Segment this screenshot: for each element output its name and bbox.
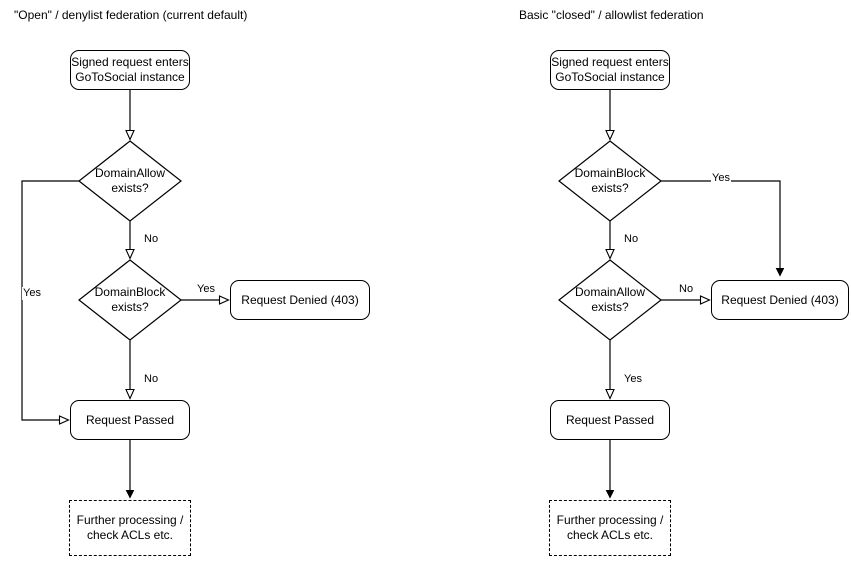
edge-label-domainallow-yes-right: Yes [623,373,643,386]
edge-label-domainblock-yes-left: Yes [196,283,216,296]
edge-label-domainblock-no-right: No [623,233,640,246]
panel-title-closed-allowlist: Basic "closed" / allowlist federation [519,8,704,22]
node-signed-request-enters-left: Signed request enters GoToSocial instanc… [70,50,190,90]
edge-label-domainblock-no-left: No [143,373,160,386]
edge-label-domainallow-yes-left: Yes [22,287,42,300]
decision-domainblock-left [78,259,182,341]
decision-domainallow-left [78,140,182,222]
node-request-passed-left: Request Passed [70,400,190,440]
edge-label-domainallow-no-left: No [143,233,160,246]
node-request-passed-right: Request Passed [550,400,670,440]
node-further-processing-right: Further processing / check ACLs etc. [549,500,671,556]
edge-label-domainallow-no-right: No [678,283,695,296]
edge-domainblock-yes-to-denied-right [661,180,780,275]
node-request-denied-right: Request Denied (403) [711,280,849,320]
edge-label-domainblock-yes-right: Yes [711,172,731,185]
node-signed-request-enters-right: Signed request enters GoToSocial instanc… [550,50,670,90]
decision-domainallow-right [558,259,662,341]
node-further-processing-left: Further processing / check ACLs etc. [69,500,191,556]
edge-domainallow-yes-to-passed [21,180,79,425]
decision-domainblock-right [558,140,662,222]
panel-title-open-denylist: "Open" / denylist federation (current de… [14,8,248,22]
node-request-denied-left: Request Denied (403) [230,280,370,320]
